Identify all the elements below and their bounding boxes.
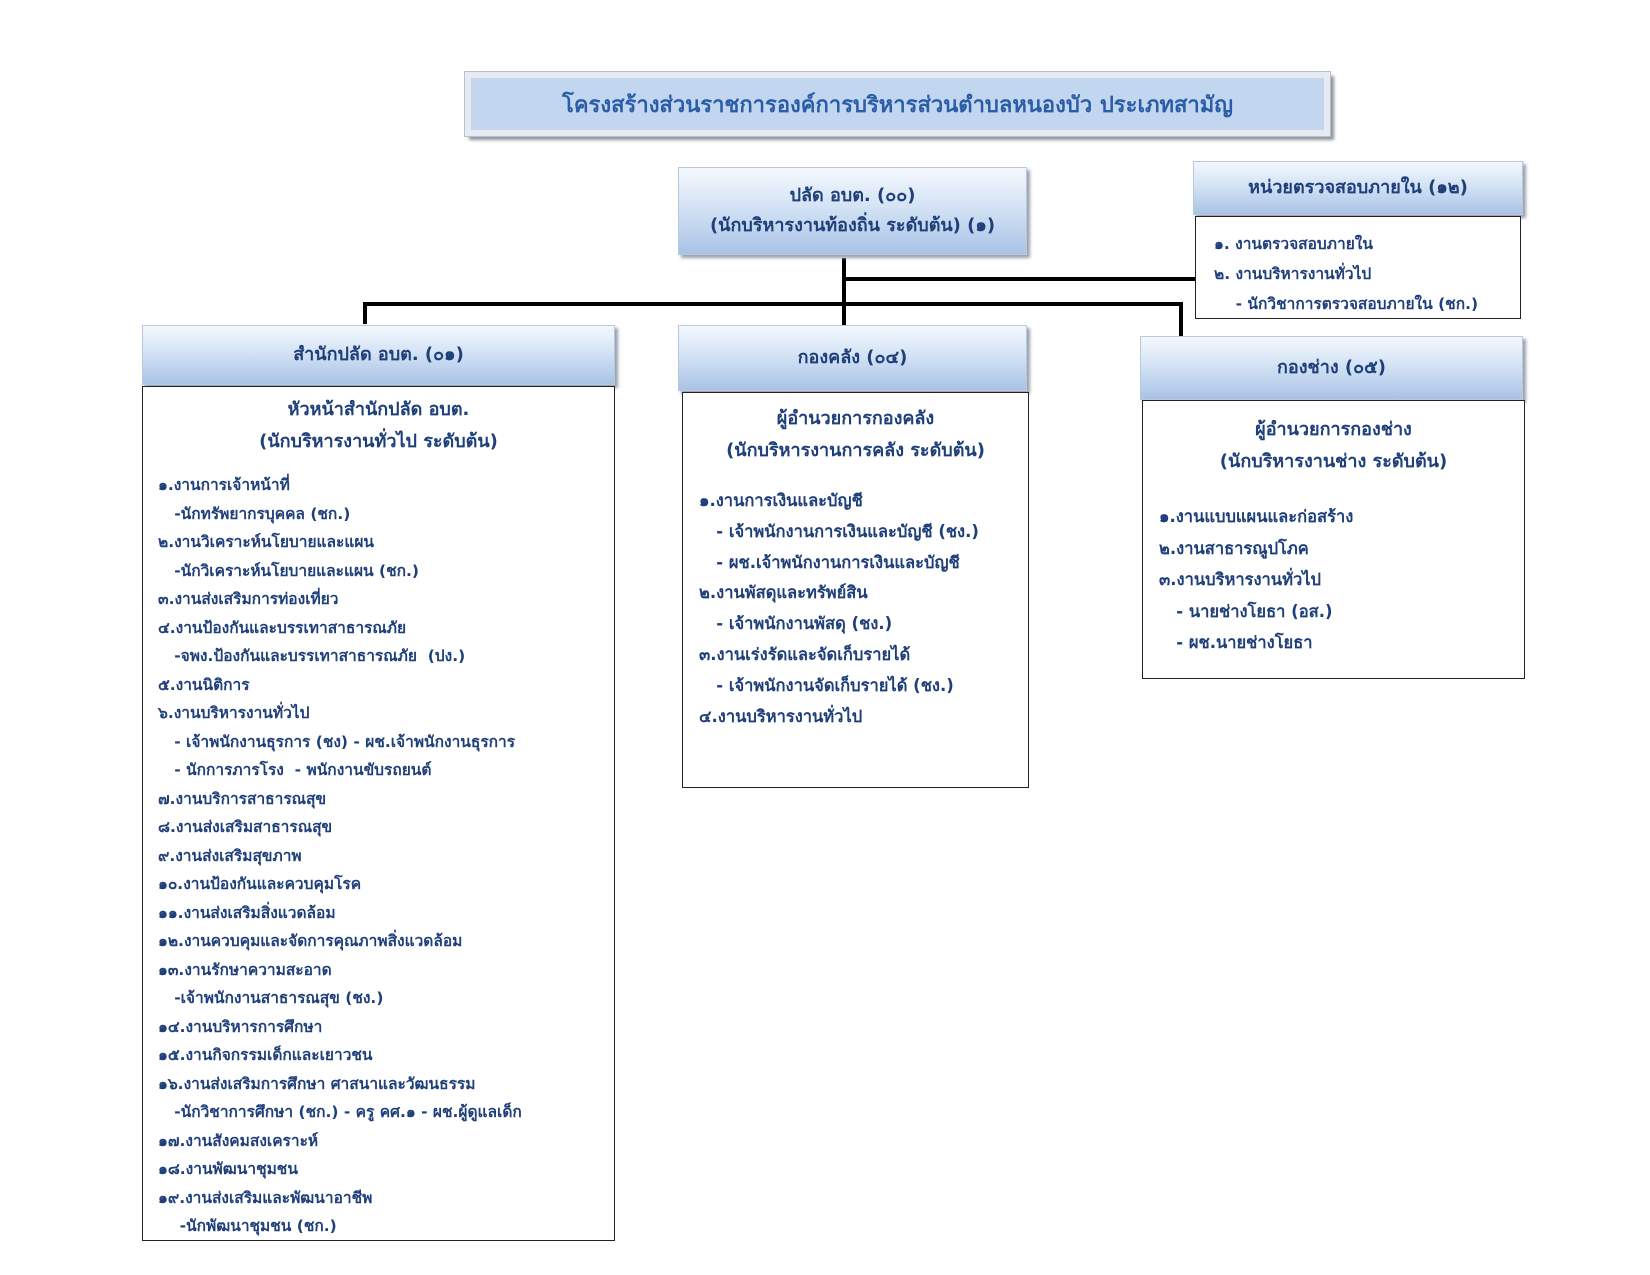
chart-title-box: โครงสร้างส่วนราชการองค์การบริหารส่วนตำบล… <box>464 71 1331 137</box>
office-panel: ๑.งานการเจ้าหน้าที่ -นักทรัพยากรบุคคล (ช… <box>142 464 615 1241</box>
list-item: - นักวิชาการตรวจสอบภายใน (ชก.) <box>1214 295 1479 313</box>
list-item: ๕.งานนิติการ <box>158 675 250 694</box>
list-item: ๖.งานบริหารงานทั่วไป <box>158 704 310 722</box>
office-head-box: หัวหน้าสำนักปลัด อบต. (นักบริหารงานทั่วไ… <box>142 386 615 465</box>
connector-top-vertical <box>842 258 846 328</box>
list-item: - เจ้าพนักงานธุรการ (ชง) - ผช.เจ้าพนักงา… <box>158 732 516 751</box>
list-item: ๑๖.งานส่งเสริมการศึกษา ศาสนาและวัฒนธรรม <box>158 1074 476 1093</box>
list-item: ๑.งานแบบแผนและก่อสร้าง <box>1159 507 1354 526</box>
connector-engineering-drop <box>1179 302 1183 336</box>
connector-branch-horizontal <box>363 302 1183 306</box>
engineering-panel: ๑.งานแบบแผนและก่อสร้าง ๒.งานสาธารณูปโภค … <box>1142 491 1525 679</box>
list-item: ๔.งานป้องกันและบรรเทาสาธารณภัย <box>158 618 407 637</box>
chart-title: โครงสร้างส่วนราชการองค์การบริหารส่วนตำบล… <box>562 92 1233 118</box>
list-item: -นักทรัพยากรบุคคล (ชก.) <box>158 504 351 523</box>
finance-panel: ๑.งานการเงินและบัญชี - เจ้าพนักงานการเงิ… <box>682 476 1029 788</box>
list-item: ๔.งานบริหารงานทั่วไป <box>699 706 863 726</box>
chief-title: ปลัด อบต. (๐๐) <box>789 185 916 206</box>
office-head-title: หัวหน้าสำนักปลัด อบต. <box>287 398 470 420</box>
list-item: ๒.งานสาธารณูปโภค <box>1159 538 1309 558</box>
finance-head-title: ผู้อำนวยการกองคลัง <box>776 407 935 429</box>
engineering-head-title: ผู้อำนวยการกองช่าง <box>1255 419 1412 440</box>
engineering-item-list: ๑.งานแบบแผนและก่อสร้าง ๒.งานสาธารณูปโภค … <box>1159 501 1524 659</box>
list-item: - ผช.เจ้าพนักงานการเงินและบัญชี <box>699 552 960 572</box>
list-item: - เจ้าพนักงานพัสดุ (ชง.) <box>699 614 893 634</box>
list-item: -นักวิชาการศึกษา (ชก.) - ครู คศ.๑ - ผช.ผ… <box>158 1103 522 1121</box>
list-item: ๒.งานพัสดุและทรัพย์สิน <box>699 583 868 603</box>
list-item: ๑๒.งานควบคุมและจัดการคุณภาพสิ่งแวดล้อม <box>158 932 463 950</box>
office-header: สำนักปลัด อบต. (๐๑) <box>142 325 615 385</box>
engineering-head-subtitle: (นักบริหารงานช่าง ระดับต้น) <box>1219 451 1448 472</box>
list-item: - เจ้าพนักงานการเงินและบัญชี (ชง.) <box>699 521 979 541</box>
list-item: ๒.งานวิเคราะห์นโยบายและแผน <box>158 533 375 551</box>
connector-office-drop <box>363 302 367 324</box>
finance-head-subtitle: (นักบริหารงานการคลัง ระดับต้น) <box>726 439 985 461</box>
list-item: - เจ้าพนักงานจัดเก็บรายได้ (ชง.) <box>699 675 954 695</box>
list-item: ๑.งานการเจ้าหน้าที่ <box>158 476 290 494</box>
list-item: - นายช่างโยธา (อส.) <box>1159 601 1333 621</box>
list-item: ๘.งานส่งเสริมสาธารณสุข <box>158 818 333 836</box>
list-item: ๑๔.งานบริหารการศึกษา <box>158 1017 323 1036</box>
list-item: ๑๓.งานรักษาความสะอาด <box>158 960 332 979</box>
list-item: ๒. งานบริหารงานทั่วไป <box>1214 265 1372 283</box>
list-item: ๑๐.งานป้องกันและควบคุมโรค <box>158 875 362 893</box>
list-item: ๙.งานส่งเสริมสุขภาพ <box>158 846 302 865</box>
list-item: -เจ้าพนักงานสาธารณสุข (ชง.) <box>158 989 384 1007</box>
list-item: -นักพัฒนาชุมชน (ชก.) <box>158 1217 337 1235</box>
list-item: ๑. งานตรวจสอบภายใน <box>1214 235 1373 253</box>
audit-panel: ๑. งานตรวจสอบภายใน ๒. งานบริหารงานทั่วไป… <box>1195 216 1521 319</box>
list-item: ๓.งานส่งเสริมการท่องเที่ยว <box>158 590 339 608</box>
list-item: ๑.งานการเงินและบัญชี <box>699 491 863 510</box>
finance-header: กองคลัง (๐๔) <box>678 325 1027 391</box>
audit-item-list: ๑. งานตรวจสอบภายใน ๒. งานบริหารงานทั่วไป… <box>1214 229 1520 319</box>
list-item: ๑๕.งานกิจกรรมเด็กและเยาวชน <box>158 1046 373 1064</box>
connector-audit-horizontal <box>842 277 1195 281</box>
list-item: ๗.งานบริการสาธารณสุข <box>158 789 327 808</box>
list-item: - นักการภารโรง - พนักงานขับรถยนต์ <box>158 761 432 779</box>
list-item: ๑๘.งานพัฒนาชุมชน <box>158 1160 298 1178</box>
list-item: ๓.งานบริหารงานทั่วไป <box>1159 570 1322 589</box>
list-item: ๓.งานเร่งรัดและจัดเก็บรายได้ <box>699 644 911 664</box>
audit-header-label: หน่วยตรวจสอบภายใน (๑๒) <box>1248 177 1468 198</box>
list-item: - ผช.นายช่างโยธา <box>1159 633 1313 652</box>
engineering-head-box: ผู้อำนวยการกองช่าง (นักบริหารงานช่าง ระด… <box>1142 400 1525 492</box>
list-item: -นักวิเคราะห์นโยบายและแผน (ชก.) <box>158 561 420 580</box>
chief-subtitle: (นักบริหารงานท้องถิ่น ระดับต้น) (๑) <box>709 215 996 236</box>
office-item-list: ๑.งานการเจ้าหน้าที่ -นักทรัพยากรบุคคล (ช… <box>158 471 614 1241</box>
chief-box: ปลัด อบต. (๐๐) (นักบริหารงานท้องถิ่น ระด… <box>678 167 1027 255</box>
list-item: ๑๗.งานสังคมสงเคราะห์ <box>158 1131 319 1150</box>
engineering-header-label: กองช่าง (๐๕) <box>1277 357 1386 378</box>
audit-header: หน่วยตรวจสอบภายใน (๑๒) <box>1193 161 1523 215</box>
office-header-label: สำนักปลัด อบต. (๐๑) <box>293 344 464 365</box>
office-head-subtitle: (นักบริหารงานทั่วไป ระดับต้น) <box>259 430 498 452</box>
finance-item-list: ๑.งานการเงินและบัญชี - เจ้าพนักงานการเงิ… <box>699 486 1028 732</box>
list-item: ๑๑.งานส่งเสริมสิ่งแวดล้อม <box>158 903 336 922</box>
finance-header-label: กองคลัง (๐๔) <box>797 347 908 368</box>
finance-head-box: ผู้อำนวยการกองคลัง (นักบริหารงานการคลัง … <box>682 392 1029 477</box>
list-item: -จพง.ป้องกันและบรรเทาสาธารณภัย (ปง.) <box>158 647 466 665</box>
list-item: ๑๙.งานส่งเสริมและพัฒนาอาชีพ <box>158 1188 373 1207</box>
engineering-header: กองช่าง (๐๕) <box>1140 336 1523 400</box>
